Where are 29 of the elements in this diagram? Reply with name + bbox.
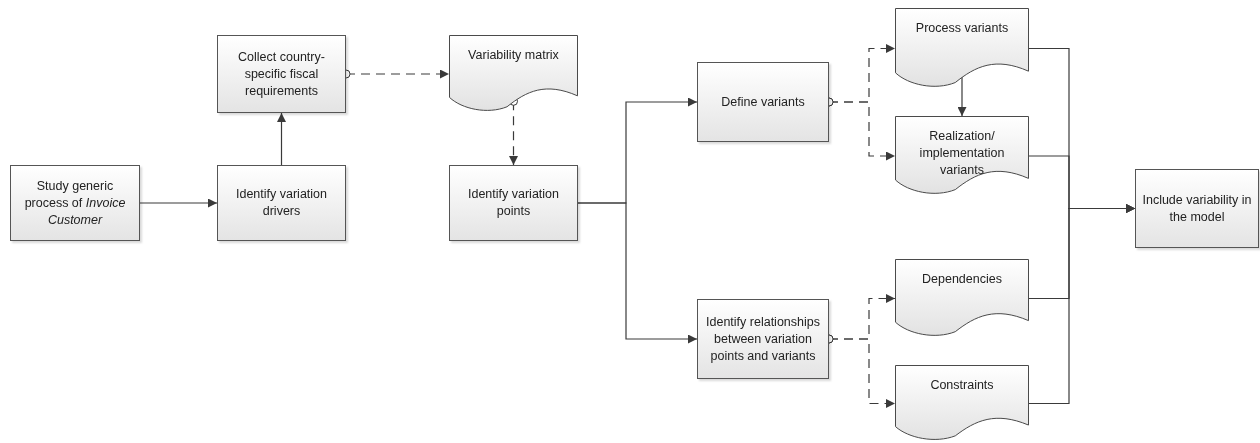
node-label: Dependencies: [922, 271, 1002, 288]
node-label: Study generic process of Invoice Customer: [23, 177, 127, 229]
node-label: Realization/ implementation variants: [918, 128, 1006, 179]
process-box: [217, 165, 346, 241]
document-shape: [895, 116, 1029, 196]
process-box: [449, 165, 578, 241]
document-shape: [449, 35, 578, 113]
node-label: Identify variation drivers: [235, 186, 328, 220]
process-box: [217, 35, 346, 113]
node-label: Identify relationships between variation points and variants: [705, 313, 821, 365]
node-label: Process variants: [915, 20, 1009, 37]
arrow: [1028, 204, 1136, 405]
node-label: Define variants: [721, 93, 805, 111]
process-box: [10, 165, 140, 241]
node-label: Include variability in the model: [1141, 191, 1253, 226]
process-box: [697, 62, 829, 142]
arrow: [277, 112, 286, 166]
document-shape: [895, 8, 1029, 89]
arrow: [577, 202, 698, 344]
process-box: [1135, 169, 1259, 248]
node-label: Constraints: [930, 377, 994, 394]
document-shape: [895, 259, 1029, 338]
node-label: Identify variation points: [467, 186, 560, 220]
node-label: Variability matrix: [468, 47, 559, 64]
document-shape: [895, 365, 1029, 442]
arrow: [957, 76, 967, 117]
process-box: [697, 299, 829, 379]
arrow: [139, 198, 218, 208]
node-label: Collect country-specific fiscal requirements: [237, 48, 326, 100]
